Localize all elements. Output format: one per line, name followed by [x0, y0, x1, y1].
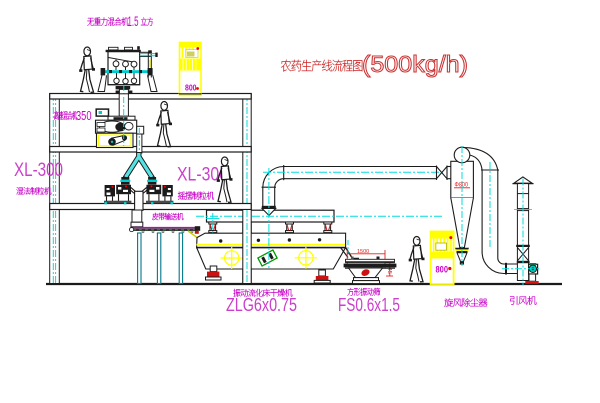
svg-text:350: 350 [76, 108, 92, 123]
svg-text:XL-300: XL-300 [14, 160, 63, 181]
svg-text:800: 800 [436, 265, 449, 275]
svg-text:ZLG6x0.75: ZLG6x0.75 [226, 294, 297, 315]
svg-text:800: 800 [185, 83, 197, 93]
svg-text:1500: 1500 [357, 249, 369, 255]
svg-text:345: 345 [386, 264, 392, 274]
svg-text:XL-300: XL-300 [177, 165, 228, 186]
svg-text:1.5: 1.5 [128, 14, 139, 29]
svg-text:FS0.6x1.5: FS0.6x1.5 [338, 294, 400, 315]
svg-text:(500kg/h): (500kg/h) [362, 51, 468, 77]
